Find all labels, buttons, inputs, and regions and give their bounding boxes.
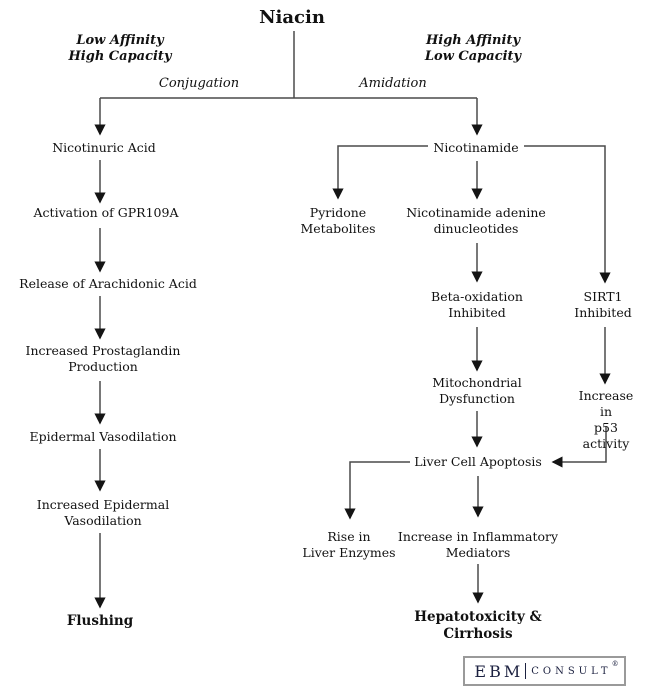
node-increased-epidermal-vasodilation: Increased Epidermal Vasodilation	[36, 497, 170, 528]
arrow-nicotinamide-to-pyridone	[332, 145, 428, 200]
node-nicotinamide: Nicotinamide	[433, 140, 519, 155]
node-activation-gpr109a: Activation of GPR109A	[33, 205, 179, 220]
label-conjugation: Conjugation	[158, 76, 240, 91]
arrow-apoptosis-to-liver-enzymes	[344, 461, 410, 520]
label-high-affinity-low-capacity: High Affinity Low Capacity	[424, 33, 522, 64]
node-rise-liver-enzymes: Rise in Liver Enzymes	[302, 529, 396, 560]
logo-consult-text: CONSULT	[531, 665, 612, 677]
page-title: Niacin	[259, 7, 325, 28]
logo-divider	[525, 663, 527, 679]
node-mitochondrial-dysfunction: Mitochondrial Dysfunction	[432, 375, 522, 406]
logo-ebm-text: EBM	[474, 661, 524, 681]
registered-trademark-icon: ®	[611, 660, 619, 668]
ebm-consult-logo: EBM CONSULT ®	[463, 656, 626, 686]
label-low-affinity-high-capacity: Low Affinity High Capacity	[68, 33, 172, 64]
node-epidermal-vasodilation: Epidermal Vasodilation	[29, 429, 177, 444]
node-increased-prostaglandin: Increased Prostaglandin Production	[25, 343, 181, 374]
node-beta-oxidation-inhibited: Beta-oxidation Inhibited	[431, 289, 523, 320]
node-liver-cell-apoptosis: Liver Cell Apoptosis	[414, 454, 542, 469]
node-sirt1-inhibited: SIRT1 Inhibited	[574, 289, 632, 320]
node-increase-inflammatory-mediators: Increase in Inflammatory Mediators	[397, 529, 559, 560]
node-release-arachidonic-acid: Release of Arachidonic Acid	[19, 276, 197, 291]
arrow-p53-to-apoptosis	[551, 426, 607, 468]
label-amidation: Amidation	[359, 76, 427, 91]
arrow-nicotinamide-to-sirt1	[524, 145, 611, 284]
node-hepatotoxicity-cirrhosis: Hepatotoxicity & Cirrhosis	[414, 609, 542, 642]
node-nicotinuric-acid: Nicotinuric Acid	[52, 140, 156, 155]
node-increase-p53-activity: Increase in p53 activity	[578, 388, 634, 451]
node-pyridone-metabolites: Pyridone Metabolites	[300, 205, 376, 236]
node-nicotinamide-adenine-dinucleotides: Nicotinamide adenine dinucleotides	[406, 205, 546, 236]
node-flushing: Flushing	[66, 613, 134, 629]
